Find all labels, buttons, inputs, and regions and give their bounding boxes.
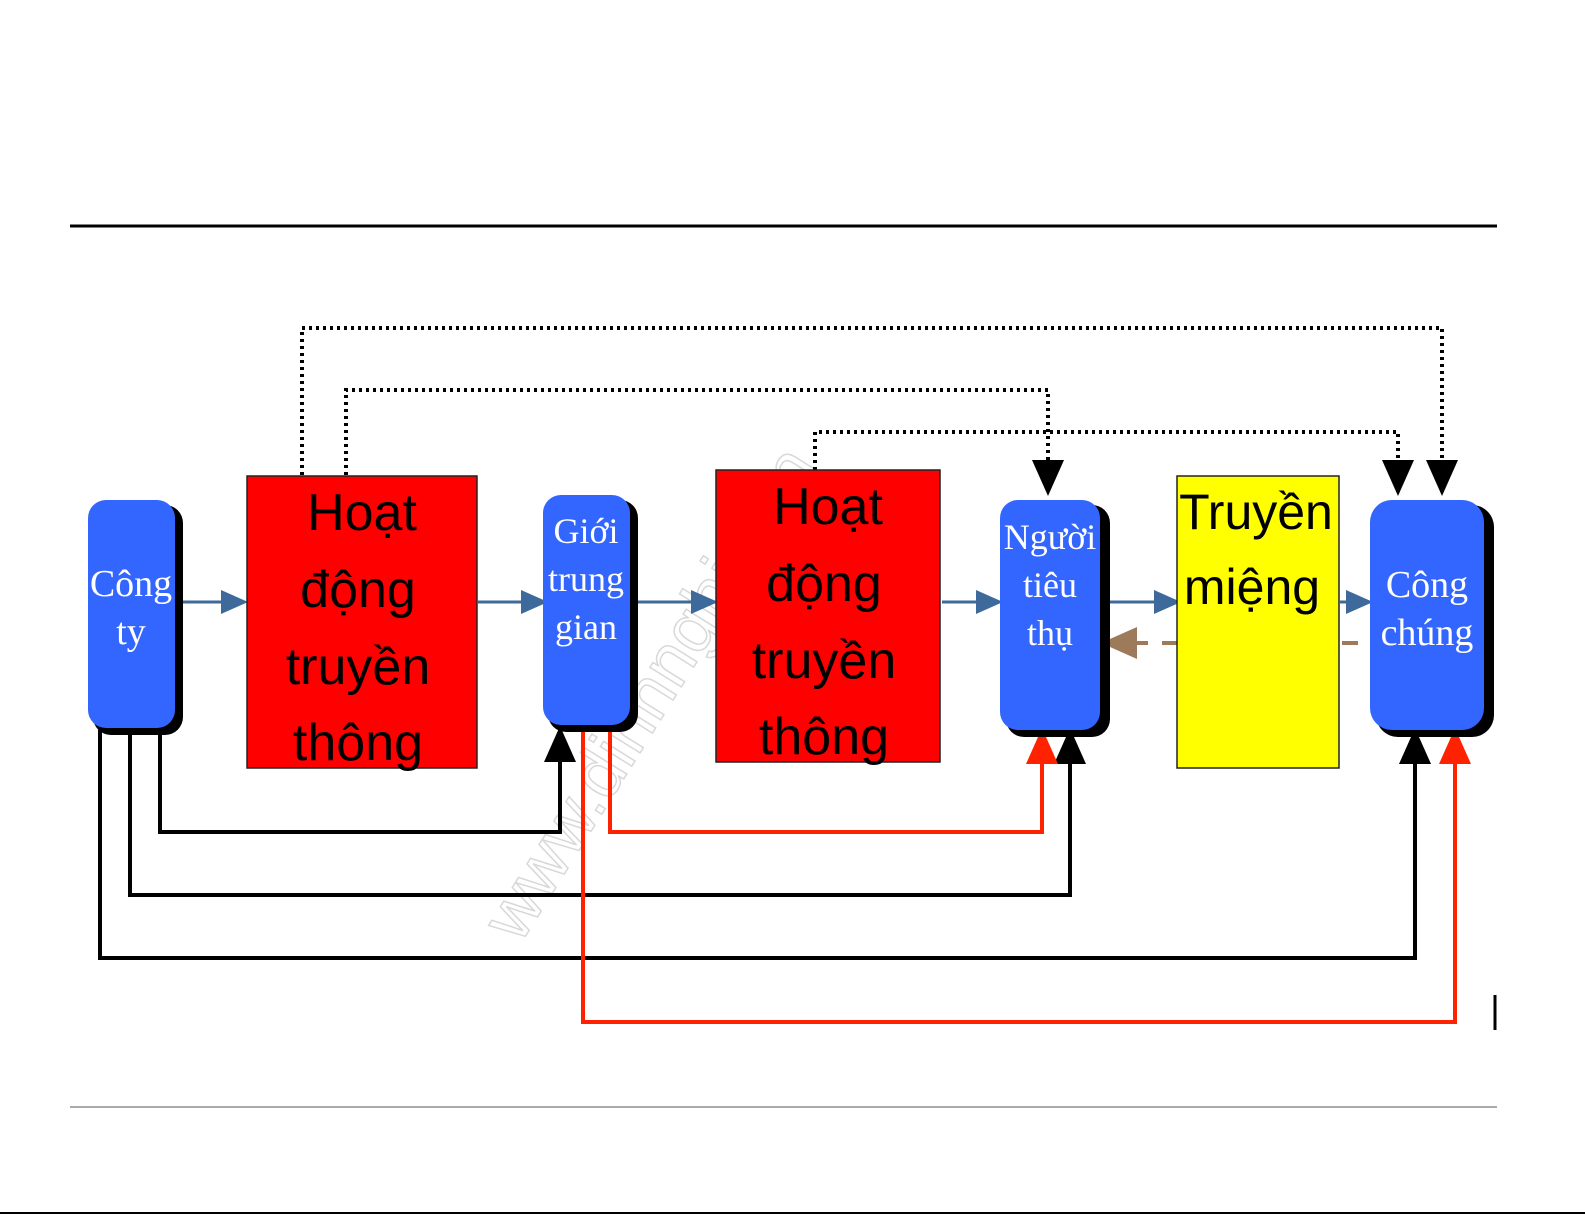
node-intermediary-line-1: Giới xyxy=(553,511,618,551)
node-comm-activity-1: Hoạt động truyền thông xyxy=(247,476,477,772)
node-intermediary: Giới trung gian xyxy=(543,495,638,732)
node-consumer: Người tiêu thụ xyxy=(1000,500,1110,737)
node-public: Công chúng xyxy=(1370,500,1494,737)
node-comm1-line-2: động xyxy=(300,561,416,619)
node-comm2-line-1: Hoạt xyxy=(773,478,883,536)
node-public-line-1: Công xyxy=(1386,564,1468,606)
node-comm-activity-2: Hoạt động truyền thông xyxy=(716,470,940,766)
node-consumer-line-1: Người xyxy=(1004,517,1097,557)
node-word-of-mouth: Truyền miệng xyxy=(1177,476,1339,768)
node-company-line-1: Công xyxy=(90,563,172,605)
node-comm2-line-3: truyền xyxy=(752,632,897,690)
node-intermediary-line-2: trung xyxy=(548,559,624,599)
node-wom-line-2: miệng xyxy=(1184,559,1320,615)
dotted-feedback-to-public xyxy=(302,328,1442,492)
node-public-line-2: chúng xyxy=(1381,612,1474,654)
node-consumer-line-3: thụ xyxy=(1027,613,1073,653)
node-comm1-line-4: thông xyxy=(293,714,423,772)
node-comm1-line-1: Hoạt xyxy=(307,484,417,542)
node-company-line-2: ty xyxy=(116,611,146,653)
node-wom-line-1: Truyền xyxy=(1179,484,1333,540)
node-comm2-line-2: động xyxy=(766,555,882,613)
node-consumer-line-2: tiêu xyxy=(1023,565,1077,605)
node-intermediary-line-3: gian xyxy=(555,607,617,647)
node-comm1-line-3: truyền xyxy=(286,638,431,696)
node-company: Công ty xyxy=(88,500,183,735)
node-comm2-line-4: thông xyxy=(759,708,889,766)
